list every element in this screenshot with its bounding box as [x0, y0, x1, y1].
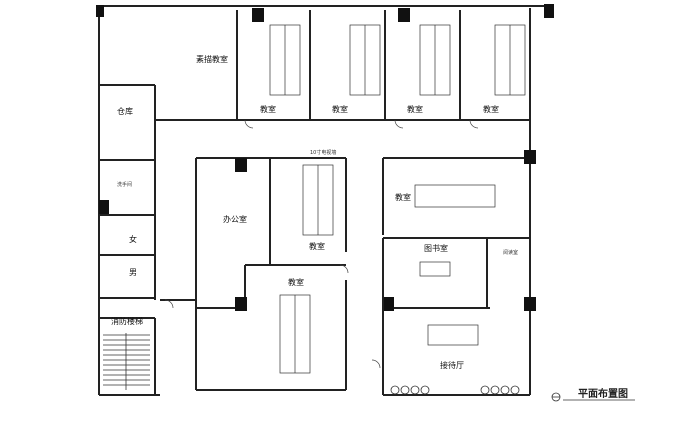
- room-label-classroom-3: 教室: [407, 105, 423, 114]
- reception-chairs: [390, 385, 520, 395]
- room-note-tv-wall: 10寸电视墙: [310, 150, 337, 156]
- room-label-reading-room: 阅读室: [503, 250, 519, 256]
- plan-title: 平面布置图: [578, 389, 628, 400]
- room-label-reception-hall: 接待厅: [440, 361, 464, 370]
- fire-stair-steps: [103, 333, 150, 390]
- room-label-classroom-right: 教室: [395, 193, 411, 202]
- room-label-library: 图书室: [424, 244, 448, 253]
- room-label-male-wc: 男: [129, 268, 137, 277]
- room-label-female-wc: 女: [129, 235, 137, 244]
- title-marker: [551, 392, 635, 402]
- room-label-fire-stair: 消防楼梯: [111, 317, 143, 326]
- doors: [164, 119, 479, 369]
- room-label-classroom-4: 教室: [483, 105, 499, 114]
- room-label-office: 办公室: [223, 215, 247, 224]
- room-label-washroom: 洗手间: [117, 182, 133, 188]
- room-label-classroom-1: 教室: [260, 105, 276, 114]
- room-label-classroom-2: 教室: [332, 105, 348, 114]
- room-label-classroom-lower: 教室: [288, 278, 304, 287]
- room-label-warehouse: 仓库: [117, 107, 133, 116]
- walls: [98, 5, 545, 396]
- classroom-desks: [269, 24, 526, 374]
- room-label-classroom-center: 教室: [309, 242, 325, 251]
- room-label-sketch-classroom: 素描教室: [196, 55, 228, 64]
- columns: [96, 4, 554, 311]
